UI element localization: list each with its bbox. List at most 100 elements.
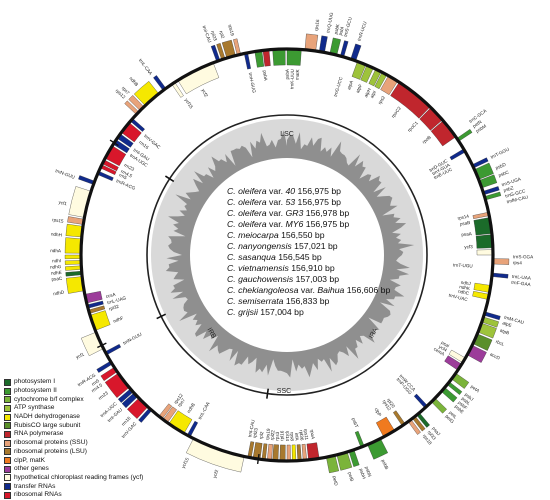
species-entry: C. vietnamensis 156,910 bp: [227, 263, 335, 273]
legend-item: ATP synthase: [4, 404, 154, 413]
gene-label: ndhF: [112, 315, 124, 323]
species-entry: C. chekiangoleosa var. Baihua 156,606 bp: [227, 285, 390, 295]
gene-label: trnT-GGU: [490, 147, 510, 160]
gene-label: rrn5: [91, 378, 101, 387]
legend-swatch: [4, 483, 11, 491]
gene-label: rrn4.5: [120, 169, 133, 179]
region-label-ssc: SSC: [277, 388, 291, 395]
gene-label: ndhD: [53, 289, 65, 296]
legend-item: RNA polymerase: [4, 430, 154, 439]
gene-label: rps16: [314, 19, 321, 31]
species-name: C. semiserrata: [227, 296, 284, 306]
gene-label: rrn5: [118, 172, 128, 180]
legend-label: ribosomal RNAs: [14, 491, 62, 499]
gene-label: trnL-UAG: [107, 295, 127, 305]
genome-size: 157,003 bp: [293, 274, 339, 284]
gene-label: trnG-GCC: [505, 188, 527, 198]
gene-label: psbN: [364, 466, 372, 478]
legend-swatch: [4, 439, 11, 447]
gene-label: ycf15: [184, 97, 194, 109]
species-variety-prefix: var.: [267, 186, 286, 196]
gene-label: trnK-UUU: [289, 69, 295, 89]
gene-label: rps18: [422, 433, 433, 446]
legend-item: ribosomal proteins (SSU): [4, 439, 154, 448]
gene-label: psaJ: [431, 426, 441, 437]
gene-label: rrn23: [97, 390, 109, 401]
species-entry: C. nanyongensis 157,021 bp: [227, 241, 338, 251]
gene-label: trnS-UGA: [501, 176, 522, 187]
gene-label: trnV-UAC: [448, 293, 469, 303]
gene-label: ycf1: [58, 200, 68, 207]
legend-label: RubisCO large subunit: [14, 421, 81, 429]
legend-swatch: [4, 457, 11, 465]
gene-label: psaA: [461, 231, 473, 237]
legend-item: ribosomal proteins (LSU): [4, 448, 154, 457]
genome-size: 156,833 bp: [283, 296, 329, 306]
gene-label: ndhK: [459, 284, 471, 291]
gene-label: psbA: [285, 68, 290, 79]
gene-label: rps4: [513, 260, 523, 265]
gene-label: trnT-UGU: [453, 262, 473, 268]
gene-block: [64, 254, 82, 260]
region-label-ira: IRA: [368, 326, 380, 339]
gene-label: atpH: [363, 87, 372, 98]
gene-label: atpI: [369, 90, 377, 99]
gene-block: [65, 265, 82, 271]
gene-label: psbB: [380, 459, 389, 471]
gene-block: [291, 444, 297, 462]
gene-label: rps11: [303, 429, 309, 441]
gene-label: trnfM-CAU: [506, 194, 528, 204]
ir-junction-tick: [109, 139, 119, 147]
gene-label: psbJ: [464, 392, 475, 402]
region-label-lsc: LSC: [280, 131, 294, 138]
gene-block: [272, 48, 286, 66]
gene-label: rpl20: [386, 397, 396, 409]
gene-block: [64, 260, 82, 265]
gene-label: psaC: [51, 276, 63, 282]
gene-label: rbcL: [495, 339, 506, 347]
gene-block: [340, 40, 349, 58]
species-variety-prefix: var.: [267, 219, 286, 229]
legend-label: other genes: [14, 465, 49, 473]
gene-label: petG: [444, 414, 455, 425]
species-name: C. oleifera: [227, 197, 267, 207]
gene-label: rpl23: [210, 30, 218, 42]
gene-block: [252, 442, 263, 460]
gene-label: psbC: [498, 169, 510, 178]
species-name: C. chekiangoleosa: [227, 285, 299, 295]
gc-content-ring: [151, 119, 423, 391]
gene-label: matK: [295, 68, 301, 80]
gene-label: psaB: [459, 220, 470, 227]
gene-label: ndhG: [50, 264, 62, 270]
species-entry: C. oleifera var. 40 156,975 bp: [227, 186, 341, 196]
species-entry: C. oleifera var. GR3 156,978 bp: [227, 208, 349, 218]
gene-block: [476, 249, 494, 256]
gene-label: ycf2: [201, 88, 209, 98]
gene-label: psaI: [440, 340, 450, 349]
gene-label: rpl23: [252, 427, 259, 438]
legend-swatch: [4, 378, 11, 386]
legend-label: clpP, matK: [14, 456, 46, 464]
gene-label: trnR-UCU: [356, 21, 367, 42]
genome-size: 156,545 bp: [276, 252, 322, 262]
genome-size: 156,975 bp: [295, 197, 341, 207]
gene-label: atpB: [499, 328, 510, 336]
legend-label: hypothetical chloroplast reading frames …: [14, 473, 144, 481]
species-entry: C. sasanqua 156,545 bp: [227, 252, 322, 262]
ir-junction-tick: [97, 342, 107, 349]
species-name: C. oleifera: [227, 219, 267, 229]
gene-label: ycf4: [438, 344, 448, 353]
legend-swatch: [4, 465, 11, 473]
gene-label: atpA: [346, 79, 354, 90]
legend-label: ribosomal proteins (SSU): [14, 439, 88, 447]
genome-circle: [79, 47, 495, 463]
gene-label: petD: [332, 476, 339, 487]
region-boundary-tick: [156, 313, 167, 320]
gene-block: [262, 49, 271, 67]
legend-item: photosystem I: [4, 378, 154, 387]
gene-label: infA: [294, 433, 299, 442]
gene-block: [64, 237, 82, 254]
legend-swatch: [4, 404, 11, 412]
gene-label: ccsA: [105, 292, 117, 299]
gene-label: psbD: [495, 162, 507, 171]
